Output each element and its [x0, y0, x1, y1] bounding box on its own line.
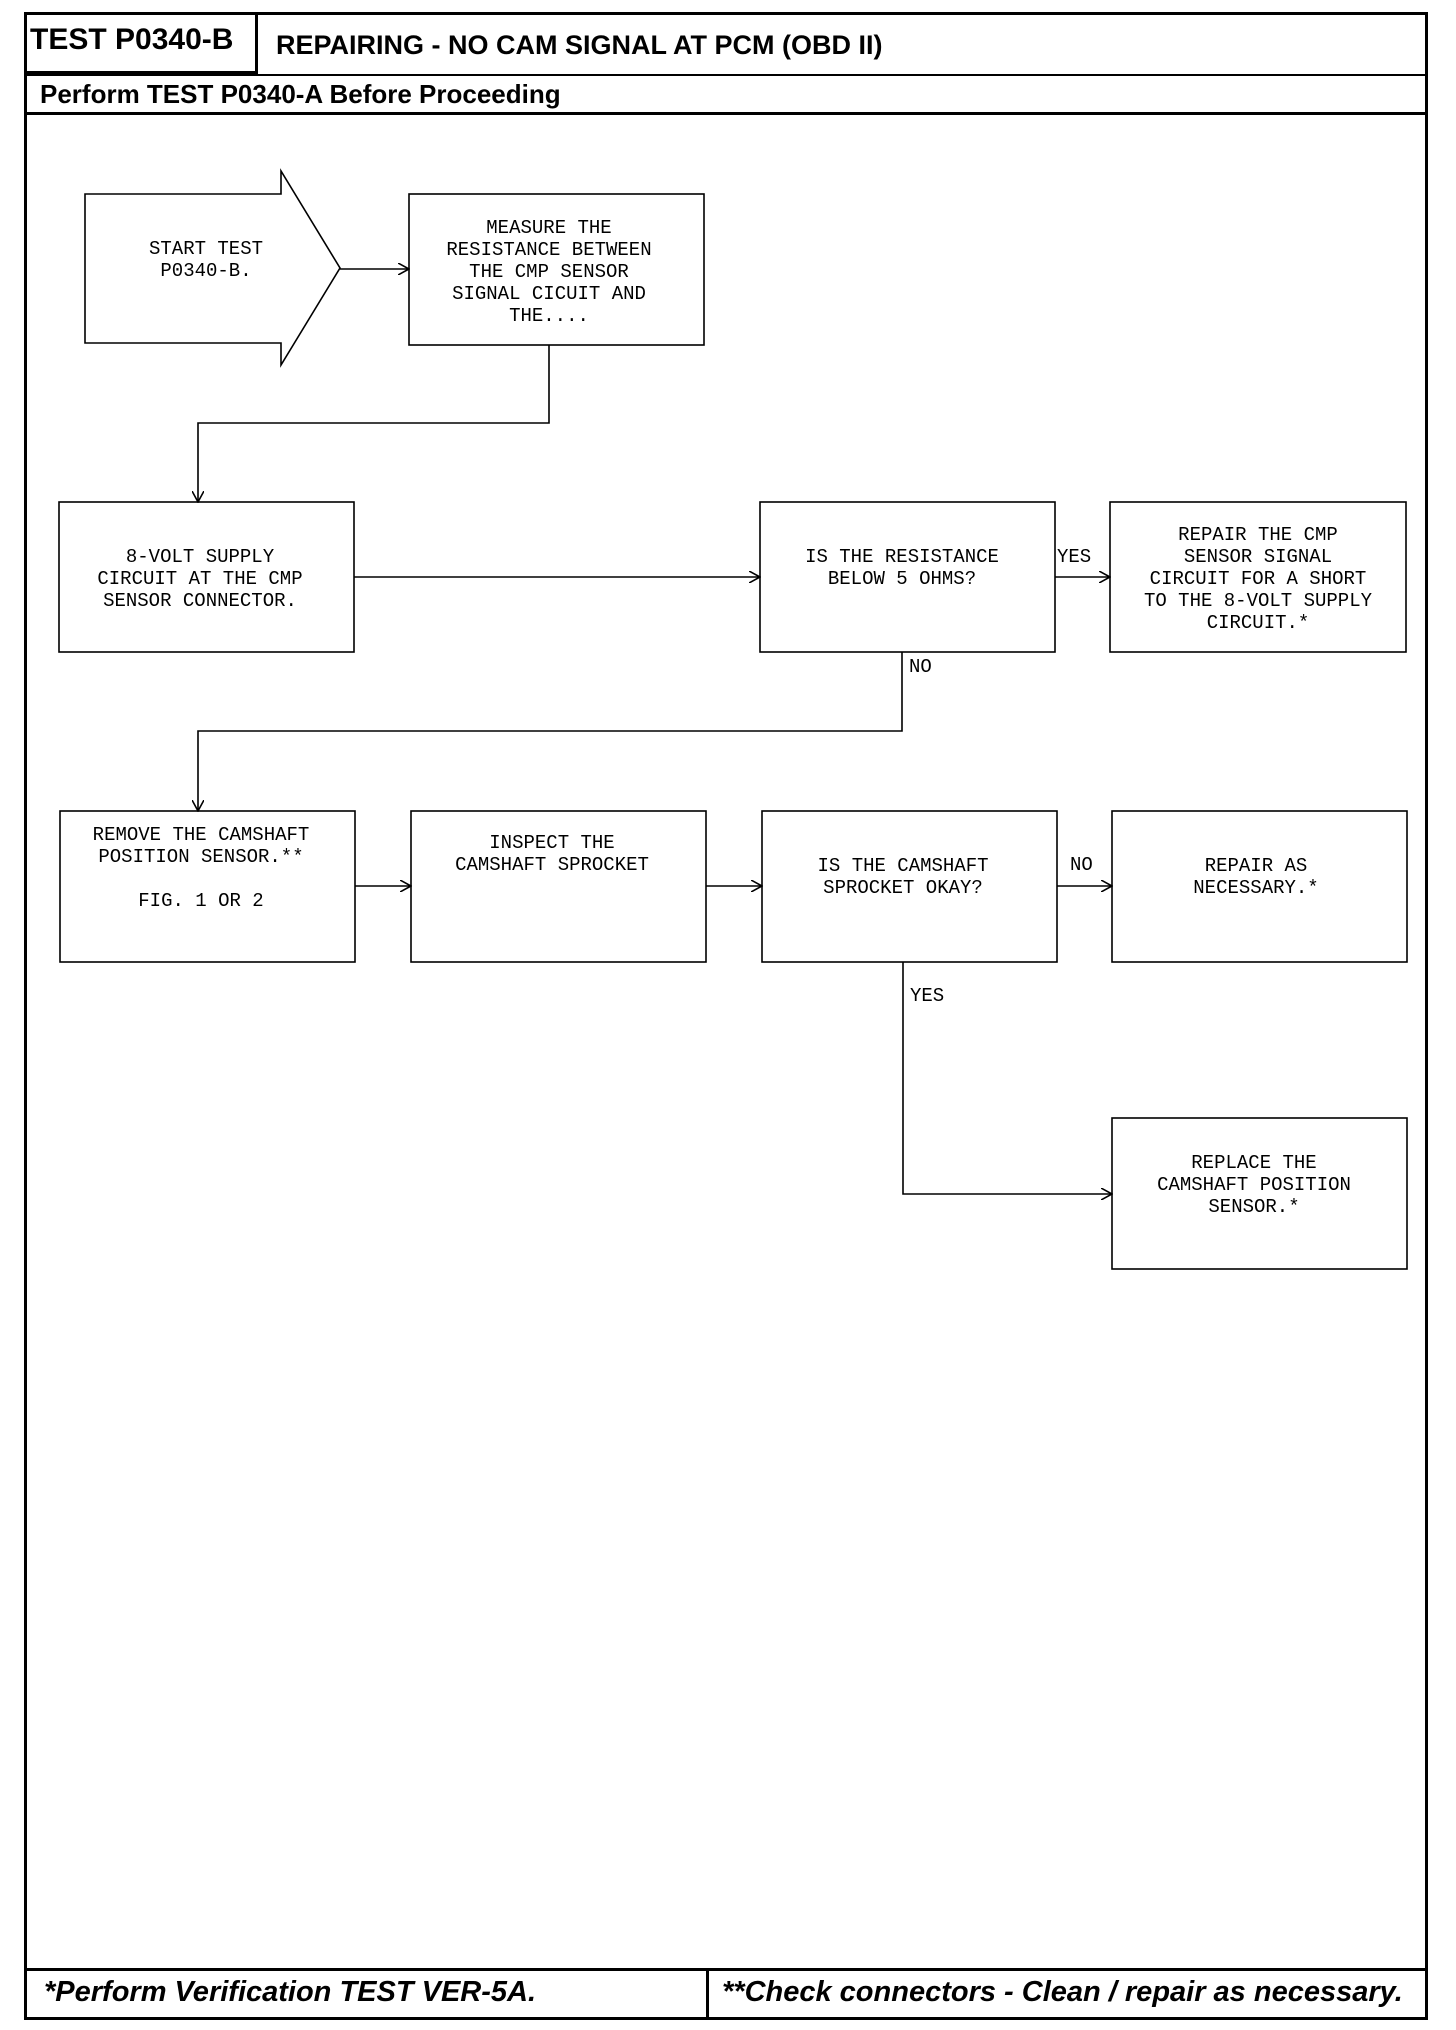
footer-split: [706, 1968, 709, 2020]
footer-left-note: *Perform Verification TEST VER-5A.: [44, 1976, 537, 2008]
text-line: SENSOR CONNECTOR.: [103, 590, 297, 612]
start-arrow: [84, 168, 341, 368]
text-line: P0340-B.: [160, 260, 251, 282]
text-line: NECESSARY.*: [1193, 877, 1318, 899]
replace-sensor-box: [1111, 1117, 1408, 1270]
text-line: START TEST: [149, 238, 263, 260]
text-line: TO THE 8-VOLT SUPPLY: [1144, 590, 1373, 612]
connector-measure-to-supply: [198, 345, 550, 502]
text-line: CAMSHAFT SPROCKET: [455, 854, 649, 876]
prerequisite-note: Perform TEST P0340-A Before Proceeding: [40, 79, 561, 109]
label-no-resistance: NO: [909, 656, 932, 678]
text-line: THE....: [509, 305, 589, 327]
text-line: MEASURE THE: [486, 217, 611, 239]
repair-necessary-box: [1111, 810, 1408, 963]
text-line: CIRCUIT AT THE CMP: [97, 568, 302, 590]
label-yes-sprocket: YES: [910, 985, 944, 1007]
text-line: IS THE CAMSHAFT: [817, 855, 988, 877]
text-line: 8-VOLT SUPPLY: [126, 546, 275, 568]
footer-right-note: **Check connectors - Clean / repair as n…: [722, 1976, 1403, 2008]
resistance-question-box: [759, 501, 1056, 653]
text-line: REMOVE THE CAMSHAFT: [93, 824, 310, 846]
text-line: POSITION SENSOR.**: [98, 846, 303, 868]
text-line: REPAIR THE CMP: [1178, 524, 1338, 546]
text-line: BELOW 5 OHMS?: [828, 568, 976, 590]
label-yes-resistance: YES: [1057, 546, 1091, 568]
text-line: SIGNAL CICUIT AND: [452, 283, 646, 305]
header-divider: [24, 74, 1428, 76]
sprocket-question-box: [761, 810, 1058, 963]
text-line: IS THE RESISTANCE: [805, 546, 999, 568]
inspect-sprocket-box: [410, 810, 707, 963]
text-line: FIG. 1 OR 2: [138, 890, 263, 912]
text-line: SENSOR.*: [1208, 1196, 1299, 1218]
footer-divider: [24, 1968, 1428, 1971]
text-line: REPAIR AS: [1205, 855, 1308, 877]
text-line: SPROCKET OKAY?: [823, 877, 983, 899]
page-title: REPAIRING - NO CAM SIGNAL AT PCM (OBD II…: [276, 30, 883, 60]
text-line: CIRCUIT.*: [1207, 612, 1310, 634]
test-id: TEST P0340-B: [24, 12, 258, 74]
label-no-sprocket: NO: [1070, 854, 1093, 876]
text-line: INSPECT THE: [489, 832, 614, 854]
text-line: REPLACE THE: [1191, 1152, 1316, 1174]
subheader-divider: [24, 112, 1428, 115]
remove-sensor-box: [59, 810, 356, 963]
text-line: RESISTANCE BETWEEN: [446, 239, 651, 261]
text-line: CIRCUIT FOR A SHORT: [1150, 568, 1367, 590]
text-line: CAMSHAFT POSITION: [1157, 1174, 1351, 1196]
connector-yes-to-replace-sensor: [902, 962, 1112, 1194]
connector-no-to-remove-sensor: [198, 652, 903, 811]
page-frame: [24, 12, 1428, 2020]
text-line: THE CMP SENSOR: [469, 261, 629, 283]
text-line: SENSOR SIGNAL: [1184, 546, 1332, 568]
